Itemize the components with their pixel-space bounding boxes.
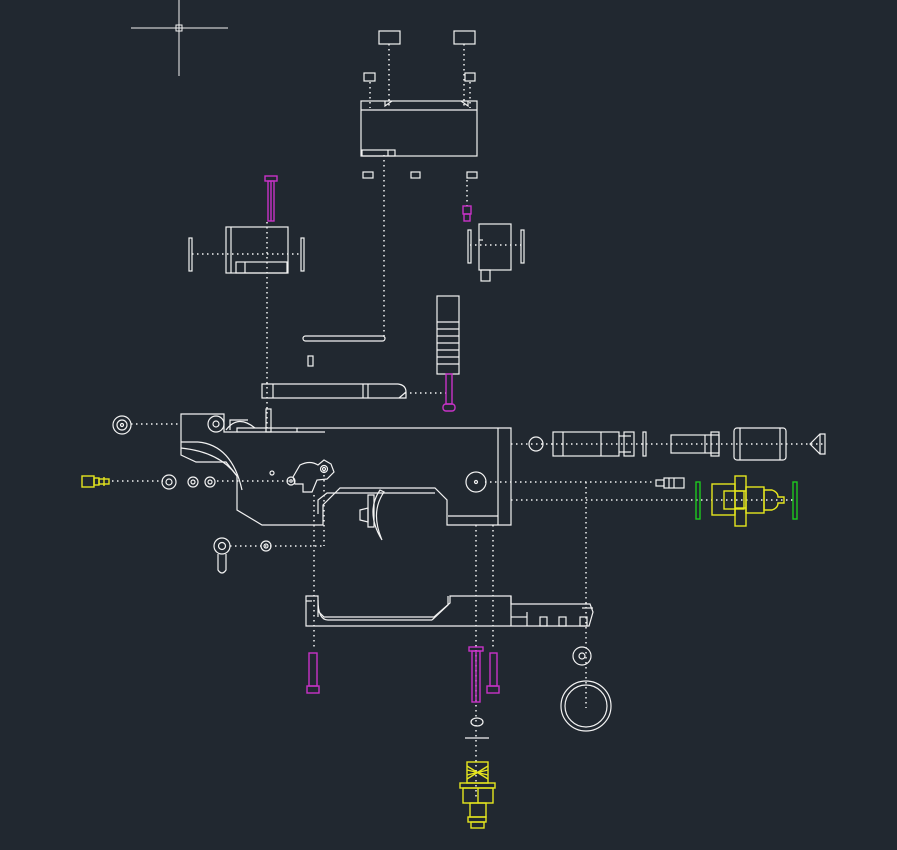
assembly-centerlines: [112, 44, 825, 800]
valve-body-fitting[interactable]: [711, 475, 785, 527]
small-lower-parts[interactable]: [465, 717, 489, 739]
front-o-ring-left[interactable]: [695, 481, 701, 520]
slide-rod[interactable]: [302, 335, 386, 367]
grip-tower-part[interactable]: [436, 295, 460, 375]
left-block-assembly[interactable]: [188, 226, 305, 274]
crosshair-pickbox-icon: [131, 0, 228, 76]
safety-lever[interactable]: [213, 537, 272, 574]
small-clips[interactable]: [363, 72, 476, 82]
rear-air-fitting[interactable]: [81, 475, 110, 488]
small-fitting[interactable]: [655, 477, 685, 489]
main-body-receiver[interactable]: [180, 408, 512, 526]
trigger-part[interactable]: [359, 489, 385, 541]
grip-rings[interactable]: [560, 646, 612, 732]
top-screw-right[interactable]: [462, 205, 472, 222]
front-o-ring-right[interactable]: [792, 481, 798, 520]
small-tabs[interactable]: [362, 171, 478, 179]
front-barrel-components[interactable]: [528, 427, 826, 461]
bottom-regulator-fitting[interactable]: [459, 761, 496, 829]
bottom-plate[interactable]: [305, 595, 594, 627]
right-block-assembly[interactable]: [467, 223, 525, 282]
top-screw-left[interactable]: [264, 175, 278, 222]
top-rail-part[interactable]: [261, 383, 407, 399]
lower-screw-middle[interactable]: [468, 646, 484, 703]
lower-screw-right[interactable]: [486, 652, 500, 694]
rear-washer-stack[interactable]: [161, 474, 216, 490]
lower-screw-left[interactable]: [306, 652, 320, 694]
rear-washer[interactable]: [112, 415, 132, 435]
grip-screw[interactable]: [442, 373, 456, 412]
top-cover-pads[interactable]: [378, 30, 476, 45]
top-cover-part[interactable]: [360, 100, 478, 157]
